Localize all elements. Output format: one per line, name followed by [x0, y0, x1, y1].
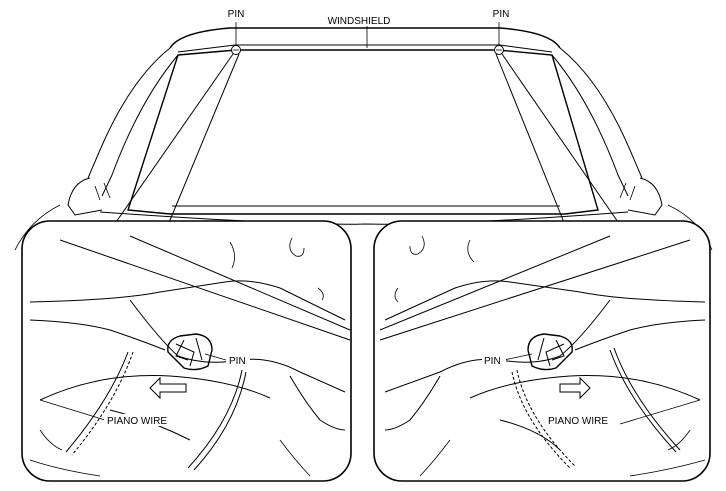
detail-right-pin-label: PIN: [484, 356, 501, 367]
windshield-label: WINDSHIELD: [328, 16, 391, 27]
pin-label-left: PIN: [228, 9, 245, 20]
pin-clip-right: [527, 333, 573, 371]
detail-panel-left: PIN PIANO WIRE: [21, 220, 352, 482]
pin-marker-left: [231, 22, 241, 55]
detail-left-wire-label: PIANO WIRE: [107, 416, 167, 427]
windshield-glass: [127, 49, 599, 215]
detail-right-wire-label: PIANO WIRE: [548, 416, 608, 427]
callout-lines: [113, 53, 621, 226]
detail-panel-right: PIN PIANO WIRE: [373, 220, 711, 482]
pin-marker-right: [494, 22, 504, 55]
vehicle-body: [14, 27, 713, 251]
detail-left-pin-label: PIN: [229, 356, 246, 367]
pin-label-right: PIN: [493, 9, 510, 20]
arrow-left-icon: [149, 376, 187, 400]
pin-clip-left: [167, 333, 213, 371]
arrow-right-icon: [559, 376, 591, 400]
